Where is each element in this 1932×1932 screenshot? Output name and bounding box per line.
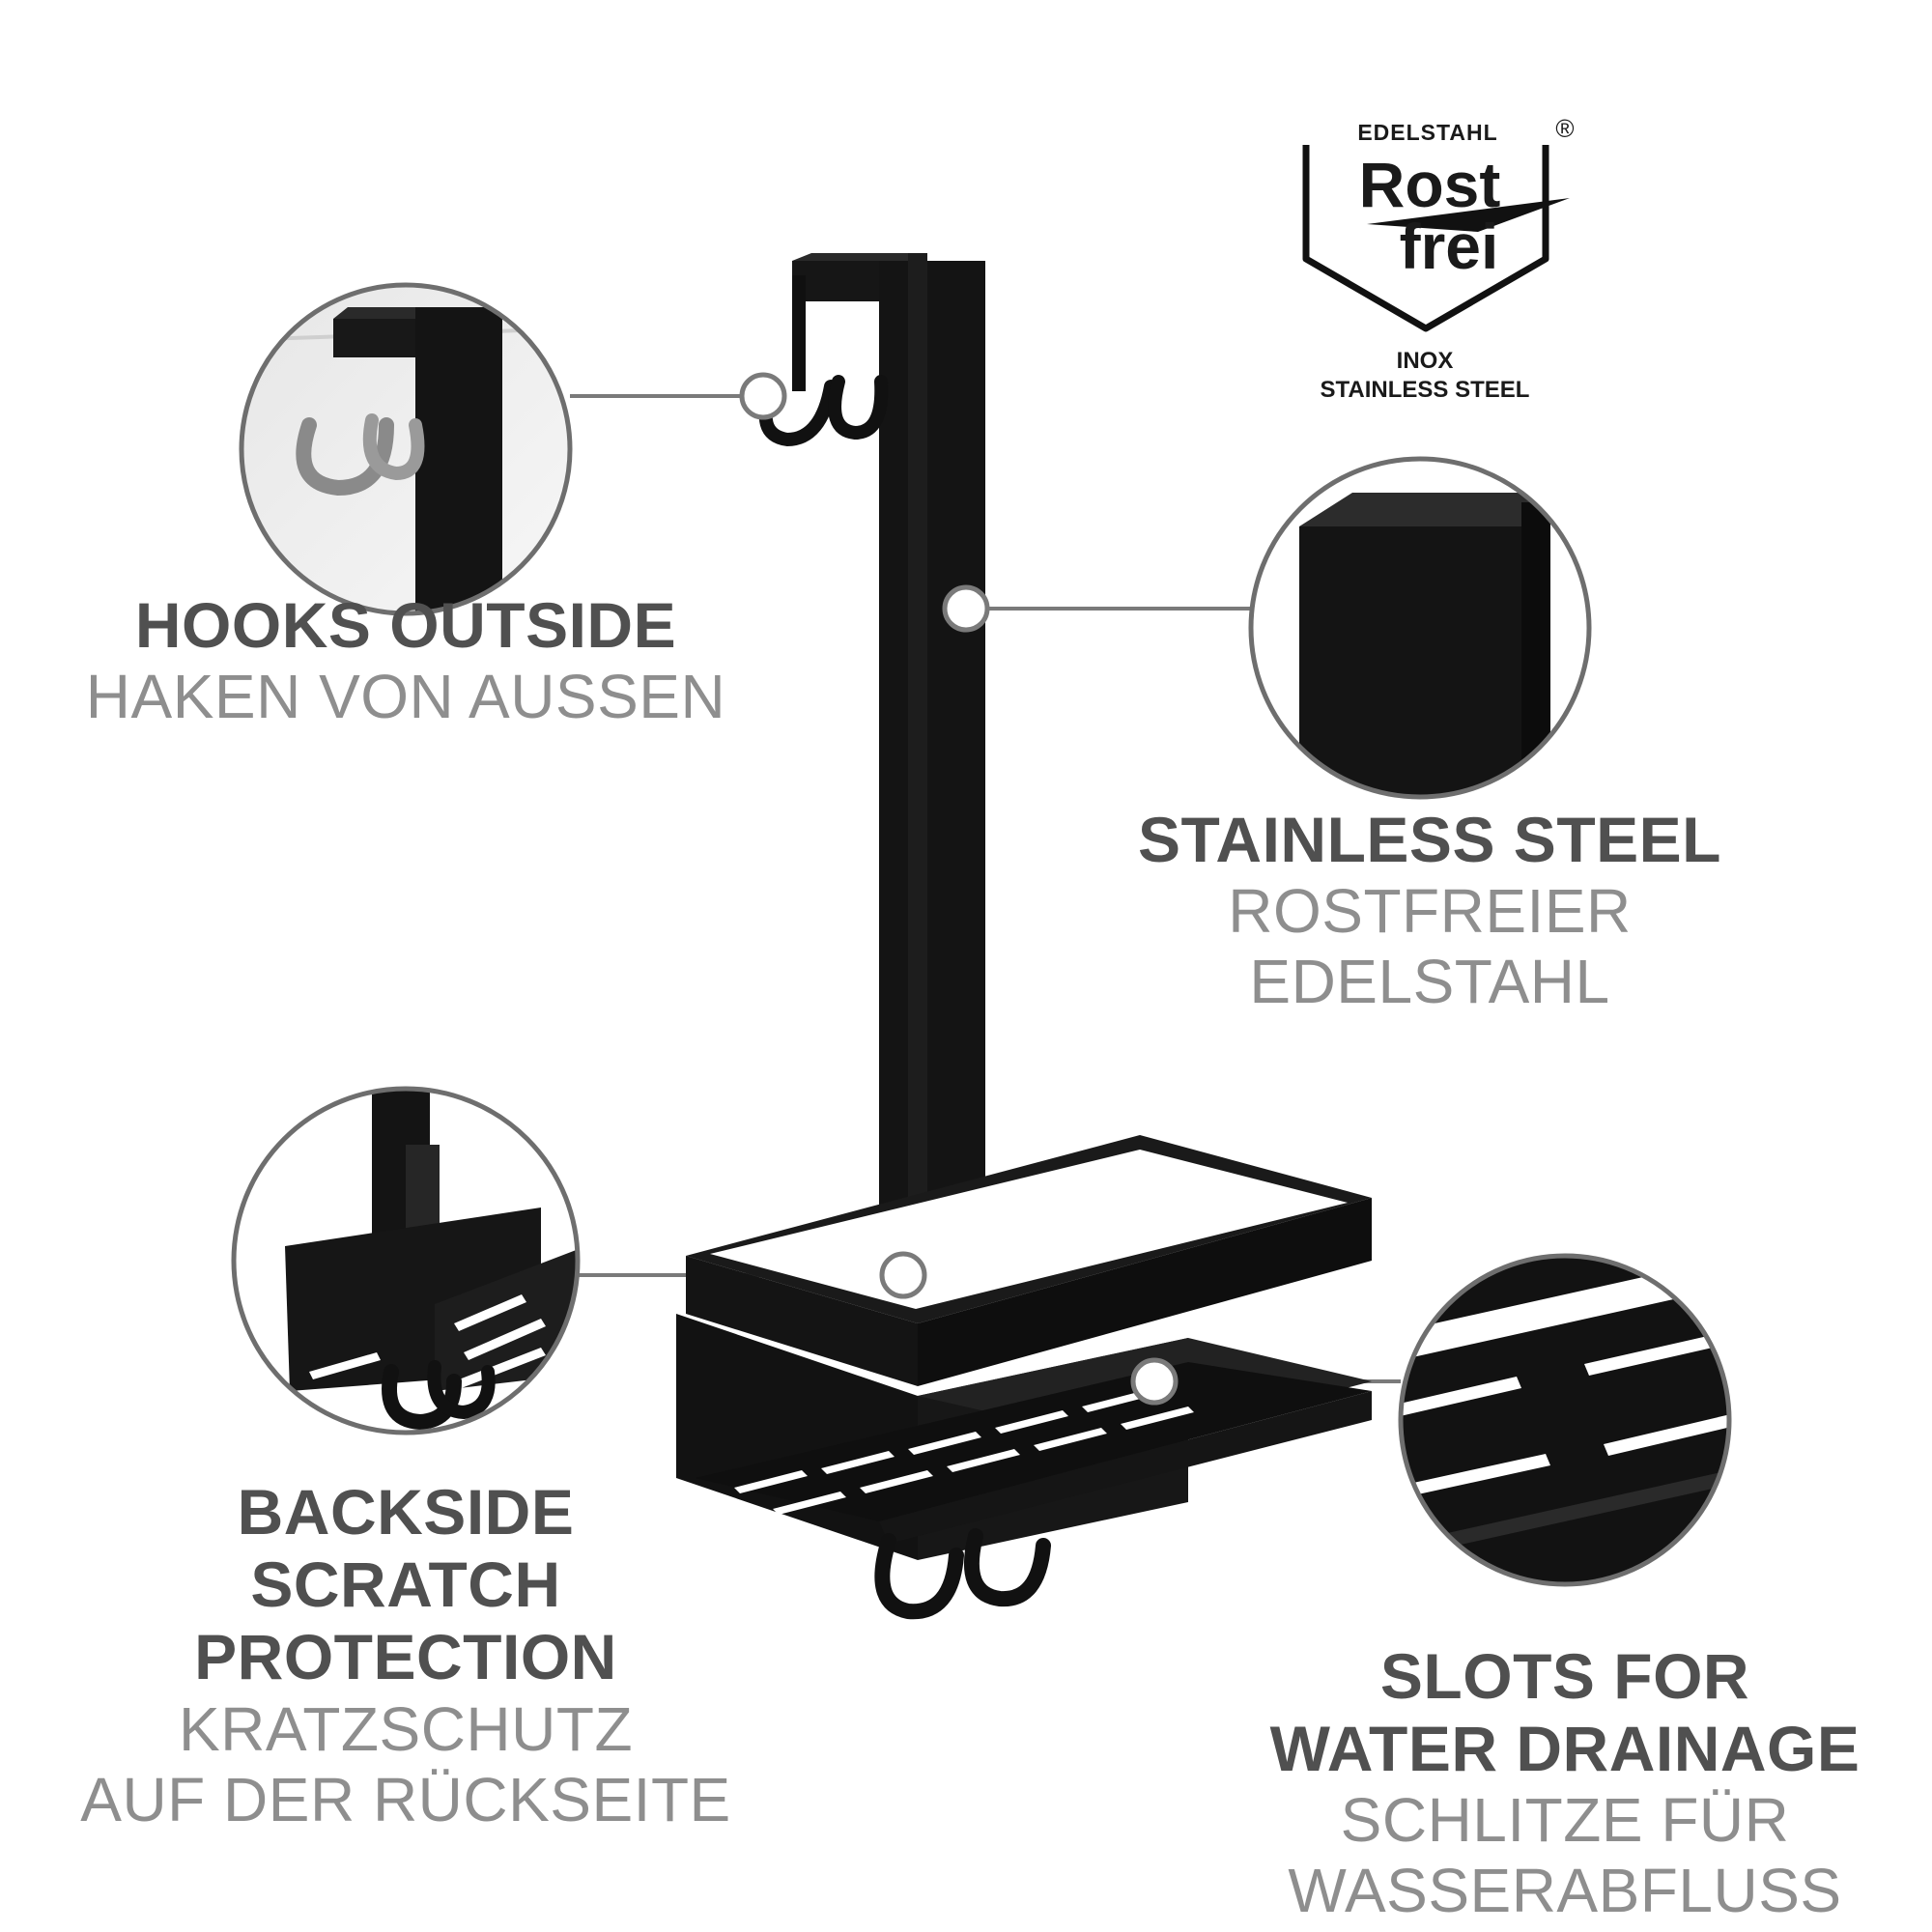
callout-markers [739, 372, 1179, 1406]
feature-title: STAINLESS STEEL [1137, 804, 1721, 875]
detail-scratch-protection [231, 1086, 581, 1435]
detail-hooks-outside [239, 282, 573, 616]
feature-subtitle-line1: SCHLITZE FÜR [1340, 1785, 1790, 1856]
detail-drainage-slots [1398, 1253, 1732, 1587]
feature-subtitle: HAKEN VON AUSSEN [85, 662, 726, 732]
feature-title-line1: BACKSIDE [237, 1476, 575, 1548]
rostfrei-logo-icon [1299, 120, 1570, 332]
feature-subtitle-line1: KRATZSCHUTZ [178, 1693, 634, 1764]
feature-drainage-slots: SLOTS FOR WATER DRAINAGE SCHLITZE FÜR WA… [1208, 1640, 1922, 1926]
marker-steel [942, 584, 990, 633]
feature-subtitle-line2: WASSERABFLUSS [1288, 1856, 1842, 1926]
feature-subtitle-line2: AUF DER RÜCKSEITE [80, 1764, 731, 1834]
logo-top-word: EDELSTAHL [1357, 120, 1498, 145]
logo-registered-mark: ® [1555, 114, 1575, 143]
logo-line1: Rost [1358, 149, 1501, 220]
logo-sub1: INOX [1396, 348, 1454, 374]
feature-title-line1: SLOTS FOR [1379, 1640, 1750, 1712]
feature-scratch-protection: BACKSIDE SCRATCH PROTECTION KRATZSCHUTZ … [39, 1476, 773, 1835]
logo-sub2: STAINLESS STEEL [1320, 377, 1530, 403]
marker-hooks [739, 372, 787, 420]
feature-title: HOOKS OUTSIDE [134, 589, 677, 661]
feature-subtitle: ROSTFREIER EDELSTAHL [1228, 876, 1632, 1017]
feature-stainless-steel: STAINLESS STEEL ROSTFREIER EDELSTAHL [1043, 804, 1816, 1017]
detail-stainless-steel [1248, 456, 1592, 800]
logo-line2: frei [1399, 211, 1499, 282]
feature-hooks-outside: HOOKS OUTSIDE HAKEN VON AUSSEN [77, 589, 734, 732]
marker-slots [1130, 1357, 1179, 1406]
feature-title-line2: SCRATCH PROTECTION [194, 1548, 617, 1693]
feature-title-line2: WATER DRAINAGE [1269, 1713, 1861, 1785]
marker-protection [879, 1251, 927, 1299]
